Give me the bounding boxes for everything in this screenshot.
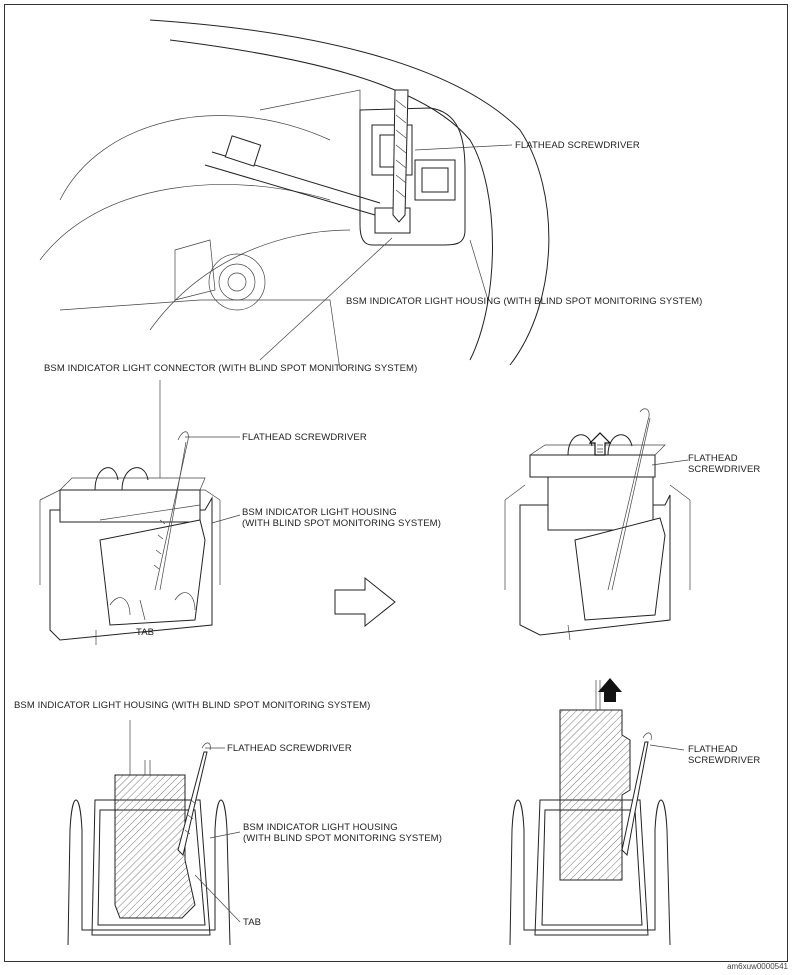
label-housing-bottom-left-2: (WITH BLIND SPOT MONITORING SYSTEM) [243, 833, 442, 844]
top-panel-drawing [39, 19, 550, 371]
label-housing-top: BSM INDICATOR LIGHT HOUSING (WITH BLIND … [346, 296, 703, 307]
label-housing-mid-left-1: BSM INDICATOR LIGHT HOUSING [242, 507, 397, 518]
label-housing-bottom-top: BSM INDICATOR LIGHT HOUSING (WITH BLIND … [14, 700, 371, 711]
bottom-left-drawing [67, 720, 241, 946]
label-flathead-screwdriver-mid-left: FLATHEAD SCREWDRIVER [242, 432, 367, 443]
right-arrow-icon [334, 576, 396, 628]
figure-code: am6xuw0000541 [727, 962, 788, 971]
label-flathead-bottom-right-1: FLATHEAD [688, 744, 738, 755]
label-housing-mid-left-2: (WITH BLIND SPOT MONITORING SYSTEM) [242, 518, 441, 529]
label-tab-bottom-left: TAB [243, 917, 262, 928]
label-connector: BSM INDICATOR LIGHT CONNECTOR (WITH BLIN… [44, 363, 418, 374]
label-flathead-screwdriver-bottom-left: FLATHEAD SCREWDRIVER [227, 743, 352, 754]
label-flathead-mid-right-1: FLATHEAD [688, 453, 738, 464]
label-tab-mid-left: TAB [136, 627, 155, 638]
label-flathead-bottom-right-2: SCREWDRIVER [688, 755, 761, 766]
figure-frame [4, 4, 788, 962]
label-flathead-screwdriver-top: FLATHEAD SCREWDRIVER [515, 140, 640, 151]
label-flathead-mid-right-2: SCREWDRIVER [688, 464, 761, 475]
middle-right-drawing [504, 408, 691, 641]
middle-left-drawing [39, 380, 241, 645]
bottom-right-drawing [509, 678, 685, 946]
label-housing-bottom-left-1: BSM INDICATOR LIGHT HOUSING [243, 822, 398, 833]
